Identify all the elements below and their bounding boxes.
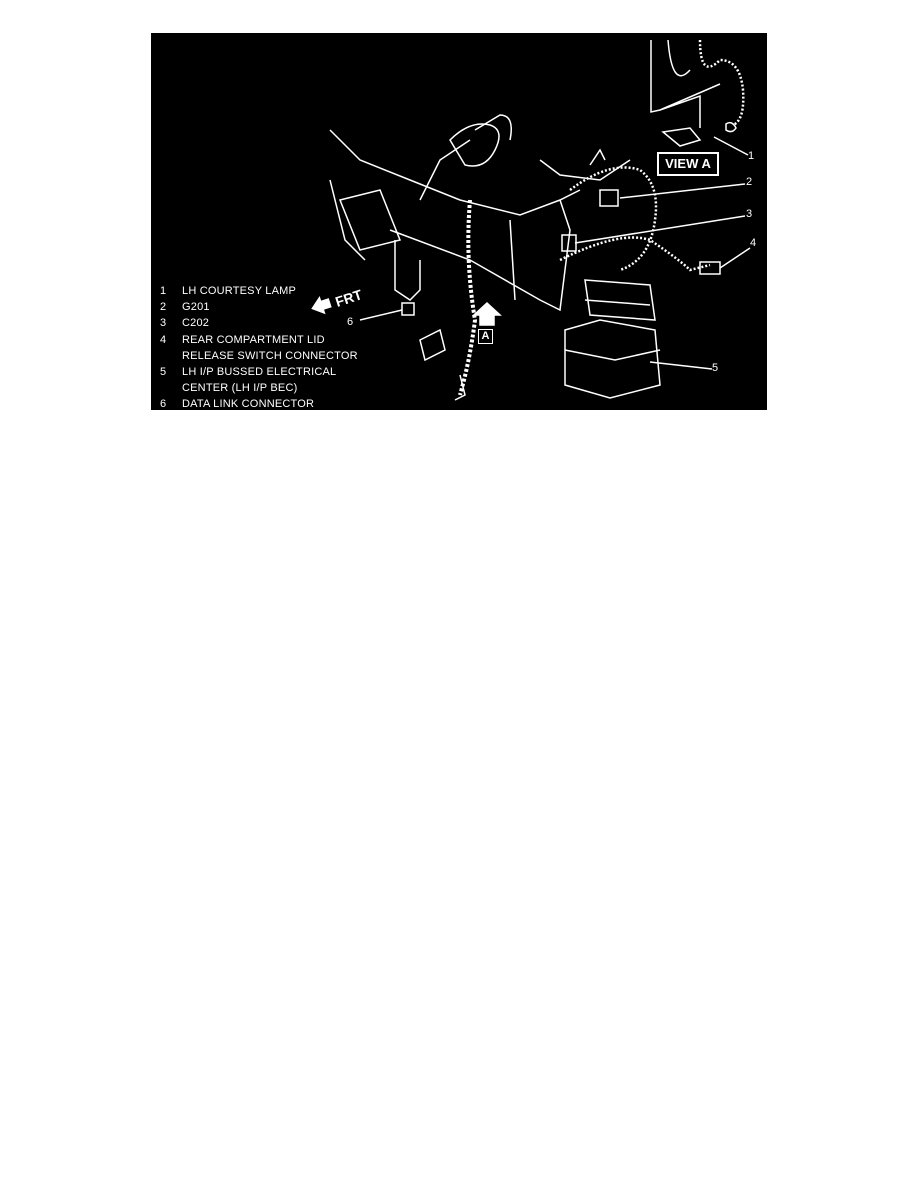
view-a-label: VIEW A [657,152,719,176]
legend-item-continued: CENTER (LH I/P BEC) [182,382,298,395]
callout-6: 6 [347,316,354,328]
callout-5: 5 [712,362,719,374]
callout-3: 3 [746,208,753,220]
view-a-marker: A [478,329,493,344]
callout-2: 2 [746,176,753,188]
callout-4: 4 [750,237,757,249]
callout-1: 1 [748,150,755,162]
diagram-drawing [311,39,751,401]
legend-item-continued: RELEASE SWITCH CONNECTOR [182,349,358,362]
